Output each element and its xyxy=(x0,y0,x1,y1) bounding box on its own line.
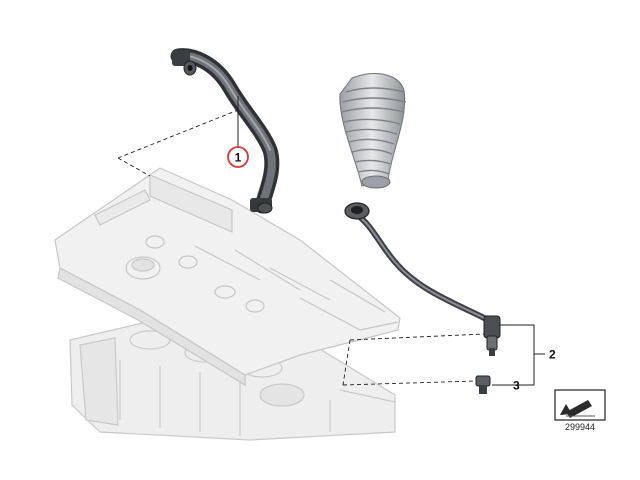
callout-1-label: 1 xyxy=(235,151,242,165)
callout-3-label: 3 xyxy=(513,379,520,393)
valve-cover xyxy=(54,167,401,387)
leader-lines xyxy=(117,109,485,386)
intake-duct xyxy=(339,73,407,189)
callout-2[interactable]: 2 xyxy=(549,348,556,362)
reference-number: 299944 xyxy=(565,422,595,432)
part-2-breather-pipe[interactable] xyxy=(344,202,501,356)
reference-box xyxy=(554,389,606,421)
part-3-fitting[interactable] xyxy=(475,375,491,394)
callout-3[interactable]: 3 xyxy=(513,379,520,393)
callout-1[interactable]: 1 xyxy=(227,146,249,168)
callout-leaders xyxy=(237,96,545,386)
part-1-vent-hose[interactable] xyxy=(170,48,280,214)
callout-2-label: 2 xyxy=(549,348,556,362)
